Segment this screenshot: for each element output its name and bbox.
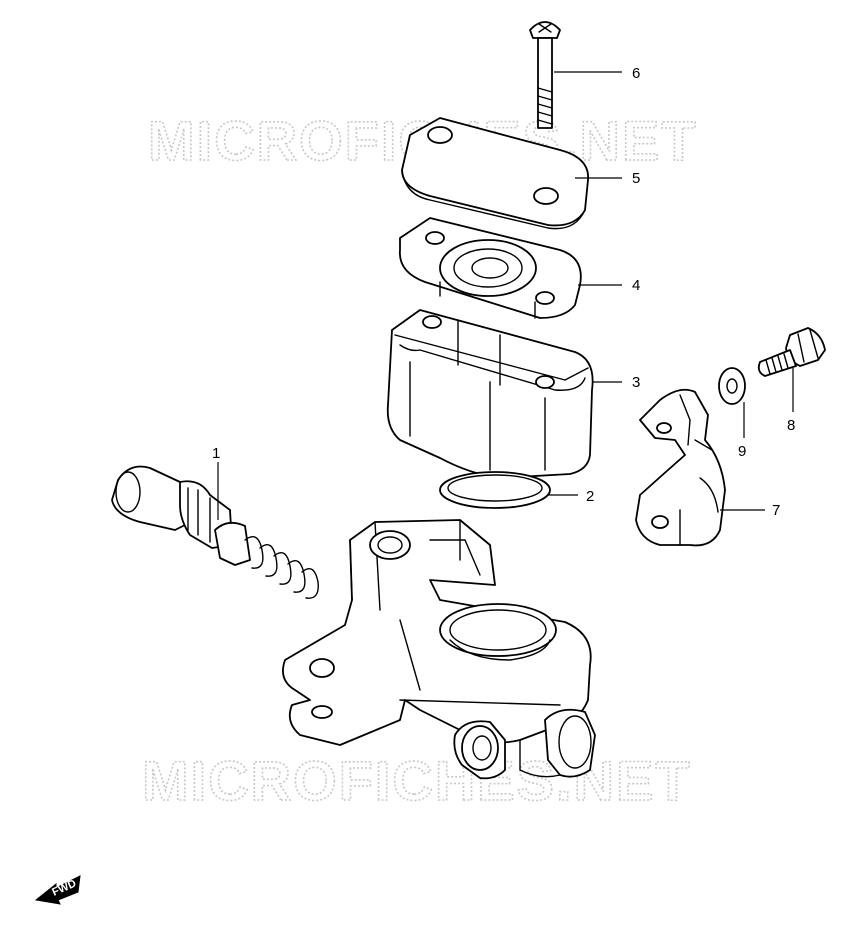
part-1-piston-spring[interactable] [111,465,319,599]
part-8-bolt[interactable] [757,327,826,377]
callout-5: 5 [632,170,640,187]
part-2-o-ring[interactable] [439,471,551,509]
forward-arrow-icon: FWD [34,875,81,905]
master-cylinder-body[interactable] [282,519,596,780]
callout-2: 2 [586,488,594,505]
leader-lines [217,71,794,520]
part-5-cap[interactable] [401,117,589,230]
callout-9: 9 [738,443,746,460]
callout-8: 8 [787,417,795,434]
callout-1: 1 [212,445,220,462]
part-9-washer[interactable] [718,367,746,405]
callout-7: 7 [772,502,780,519]
watermark-bottom: MICROFICHES.NET [142,749,692,812]
part-3-reservoir[interactable] [386,309,594,479]
part-6-screw[interactable] [529,21,561,129]
callout-6: 6 [632,65,640,82]
part-4-diaphragm[interactable] [399,217,582,319]
part-7-clamp[interactable] [635,388,726,547]
callout-4: 4 [632,277,640,294]
callout-3: 3 [632,374,640,391]
